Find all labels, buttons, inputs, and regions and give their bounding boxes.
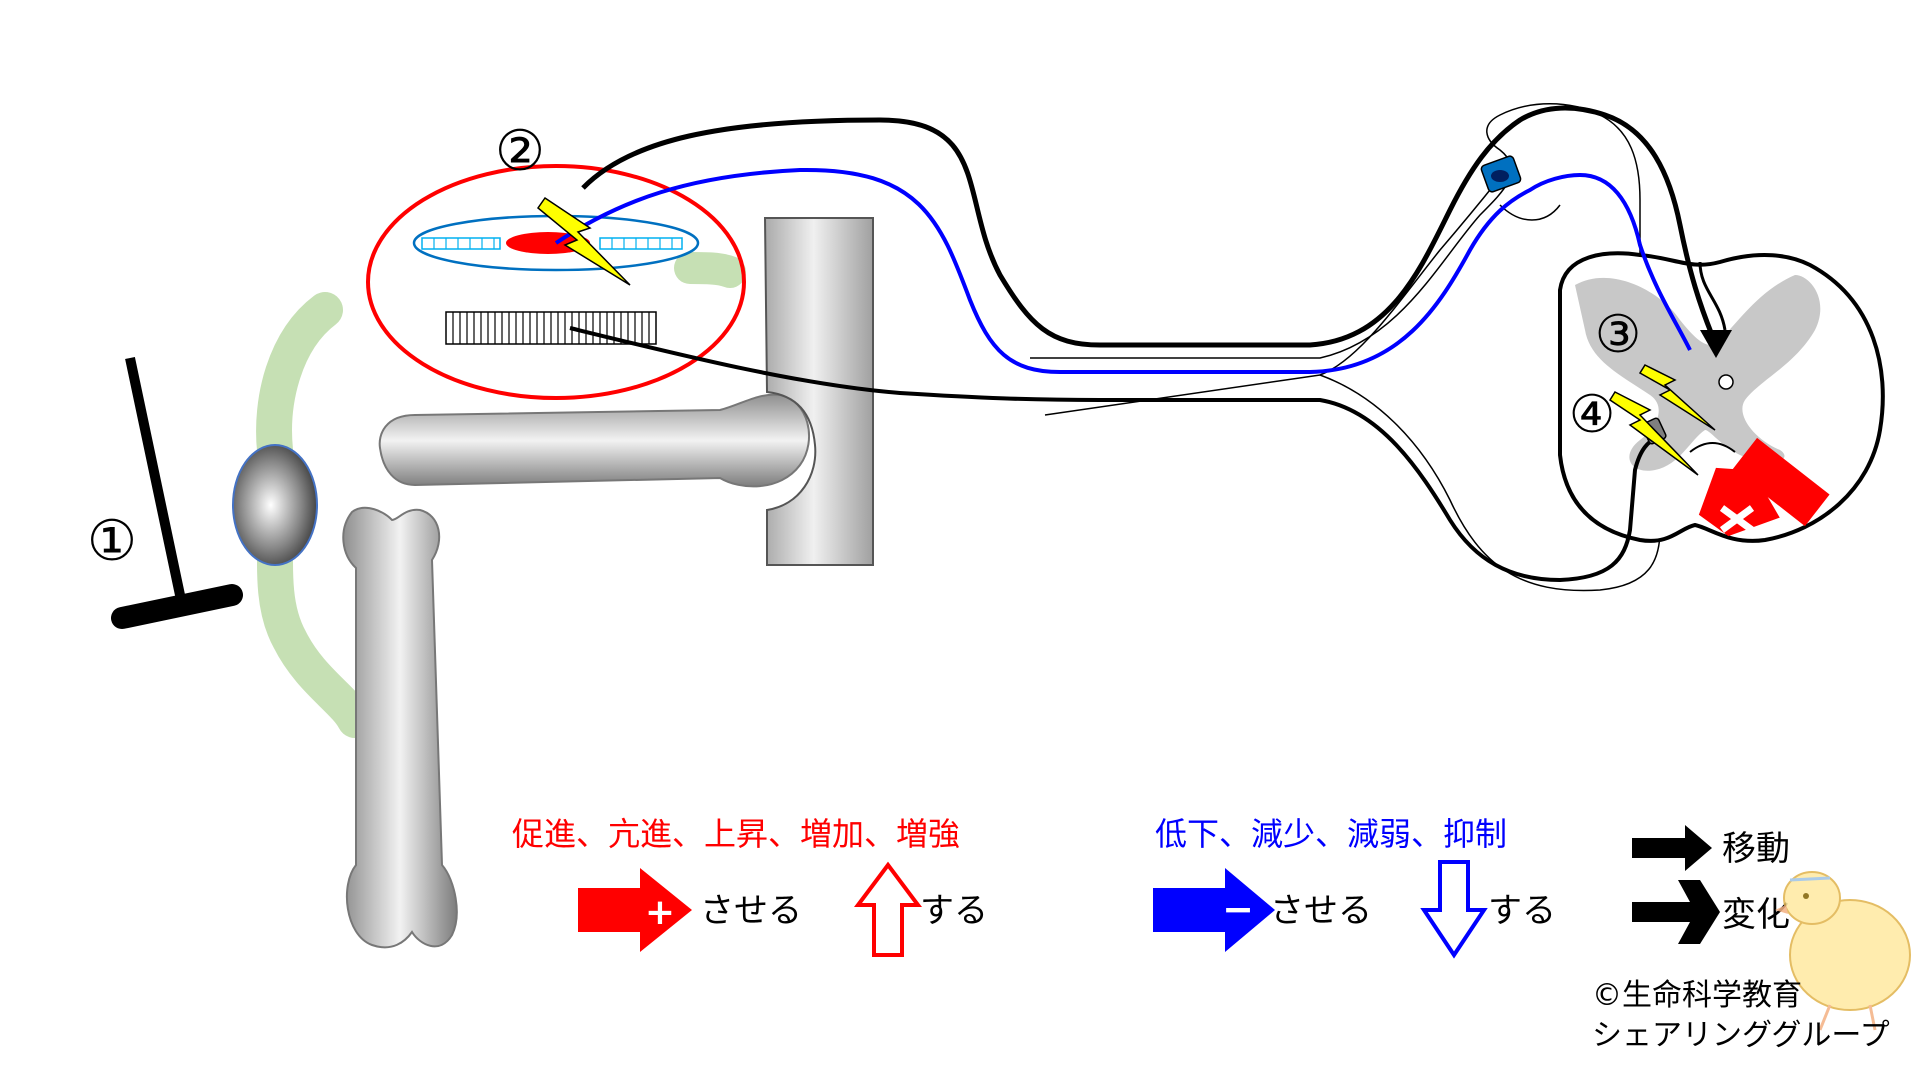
minus-sign: − (1222, 887, 1254, 931)
inhibit-down-arrow-icon (1420, 860, 1488, 959)
inhibit-cause-arrow-icon: − (1153, 868, 1275, 952)
descending-fiber (581, 105, 1715, 348)
descending-fiber-arrowhead (1700, 330, 1732, 358)
chick-mascot-icon (1775, 871, 1911, 1031)
legend-promote-do-label: する (920, 891, 988, 931)
legend-change-label: 変化 (1722, 895, 1790, 935)
patella (232, 444, 318, 566)
intrafusal-fiber-stripes (421, 237, 683, 250)
marker-1: ① (87, 509, 137, 574)
pelvis-block (763, 217, 874, 566)
muscle-region-outline (366, 164, 746, 400)
reflex-hammer-icon (111, 356, 243, 629)
efferent-motor-fiber (569, 326, 1661, 583)
lightning-bolt-icon (1638, 364, 1716, 431)
lightning-bolt-icon (536, 196, 631, 286)
move-arrow-icon (1632, 825, 1712, 871)
spinal-cord (1558, 251, 1885, 543)
legend-move-label: 移動 (1722, 829, 1790, 869)
promote-cause-arrow-icon: + (578, 868, 692, 952)
legend-inhibit-heading: 低下、減少、減弱、抑制 (1155, 815, 1507, 853)
credit-line-1: ©生命科学教育 (1592, 978, 1802, 1013)
femur-bone (378, 393, 811, 488)
extrafusal-muscle-fiber (445, 311, 657, 345)
afferent-nerve-fiber (554, 167, 1692, 374)
legend-inhibit-do-label: する (1488, 891, 1556, 931)
change-arrow-icon (1632, 880, 1720, 944)
marker-3: ③ (1595, 305, 1642, 365)
tibia-bone (342, 506, 458, 949)
legend-promote-heading: 促進、亢進、上昇、増加、増強 (512, 815, 960, 853)
cross-block-icon (1698, 437, 1830, 537)
lightning-bolt-icon (1608, 391, 1699, 476)
spindle-central-region (506, 232, 590, 254)
plus-sign: + (645, 892, 675, 933)
nerve-trunk-outline (1030, 103, 1661, 592)
marker-4: ④ (1569, 385, 1616, 445)
legend-inhibit-cause-label: させる (1270, 891, 1372, 931)
credit-line-2: シェアリンググループ (1592, 1018, 1890, 1053)
marker-2: ② (495, 119, 545, 184)
sensory-neuron-cell-body (1480, 155, 1522, 193)
promote-up-arrow-icon (854, 861, 922, 957)
quadriceps-tendon (674, 252, 746, 288)
legend-promote-cause-label: させる (700, 891, 802, 931)
